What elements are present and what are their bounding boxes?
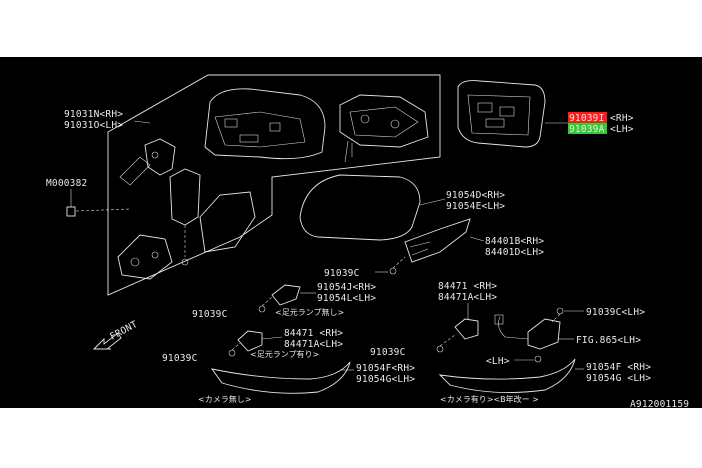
label-screw-right-lh: 91039C<LH> xyxy=(586,307,645,318)
label-bracket-lh: 91054L<LH> xyxy=(317,293,376,304)
screw-upper xyxy=(389,267,397,275)
arm-bracket xyxy=(144,138,176,176)
label-right-under-lh: 91054G <LH> xyxy=(586,373,651,384)
parts-diagram: 91039I <RH> 91039A <LH> FRONT 91031N<RH>… xyxy=(0,57,702,408)
glass-lh-highlight xyxy=(568,123,607,134)
glass-rh-highlight xyxy=(568,112,607,123)
under-cover-left xyxy=(210,361,351,394)
turn-lamp xyxy=(404,218,471,263)
mirror-base xyxy=(169,168,201,226)
front-arrow xyxy=(92,332,122,350)
diagram-svg: 91039I <RH> 91039A <LH> FRONT 91031N<RH>… xyxy=(46,74,689,408)
label-center-lamp-rh: 84471 <RH> xyxy=(438,281,497,292)
label-screw-m000382: M000382 xyxy=(46,178,87,189)
assembly-outline xyxy=(107,74,441,296)
label-screw-upper: 91039C xyxy=(324,268,360,279)
label-screw-center: 91039C xyxy=(370,347,406,358)
label-turn-lamp-lh: 84401D<LH> xyxy=(485,247,544,258)
label-glass-rh: 91039I xyxy=(569,113,605,124)
label-bracket-rh: 91054J<RH> xyxy=(317,282,376,293)
label-fig-ref: FIG.865<LH> xyxy=(576,335,641,346)
label-turn-lamp-rh: 84401B<RH> xyxy=(485,236,544,247)
label-cover-lh: 91054E<LH> xyxy=(446,201,505,212)
label-note-no-camera: <カメラ無し> xyxy=(198,394,251,404)
label-glass-lh: 91039A xyxy=(569,124,605,135)
under-cover-right xyxy=(438,358,576,394)
drawing-number: A912001159 xyxy=(630,399,689,408)
label-mirror-assy-rh: 91031N<RH> xyxy=(64,109,123,120)
label-lh-marker: <LH> xyxy=(486,356,510,367)
mirror-cover xyxy=(299,174,421,241)
screw-center xyxy=(436,345,444,353)
label-cover-rh: 91054D<RH> xyxy=(446,190,505,201)
label-foot-lamp-rh: 84471 <RH> xyxy=(284,328,343,339)
camera-unit xyxy=(527,318,561,350)
label-glass-rh-side: <RH> xyxy=(610,113,634,124)
label-screw-lower-left: 91039C xyxy=(162,353,198,364)
label-glass-lh-side: <LH> xyxy=(610,124,634,135)
screw-left xyxy=(258,305,266,313)
center-foot-lamp xyxy=(454,318,479,340)
foot-lamp xyxy=(237,330,263,352)
label-under-cover-rh: 91054F<RH> xyxy=(356,363,415,374)
mirror-glass xyxy=(457,80,546,148)
label-right-under-rh: 91054F <RH> xyxy=(586,362,651,373)
front-label: FRONT xyxy=(108,319,139,343)
label-mirror-assy-lh: 91031O<LH> xyxy=(64,120,123,131)
label-screw-left: 91039C xyxy=(192,309,228,320)
label-under-cover-lh: 91054G<LH> xyxy=(356,374,415,385)
label-note-with-foot-lamp: <足元ランプ有り> xyxy=(250,349,319,359)
label-foot-lamp-lh: 84471A<LH> xyxy=(284,339,343,350)
label-note-with-camera: <カメラ有り><B年改ー > xyxy=(440,394,539,404)
mirror-actuator xyxy=(339,94,429,148)
screw-lower-left xyxy=(228,349,236,357)
screw-right xyxy=(556,307,564,315)
label-center-lamp-lh: 84471A<LH> xyxy=(438,292,497,303)
screw-m000382 xyxy=(66,206,76,217)
mirror-housing xyxy=(204,88,326,160)
label-note-no-foot-lamp: <足元ランプ無し> xyxy=(275,307,344,317)
inner-cover xyxy=(199,191,256,253)
bracket-no-foot-lamp xyxy=(271,284,301,306)
base-gasket xyxy=(117,234,173,280)
